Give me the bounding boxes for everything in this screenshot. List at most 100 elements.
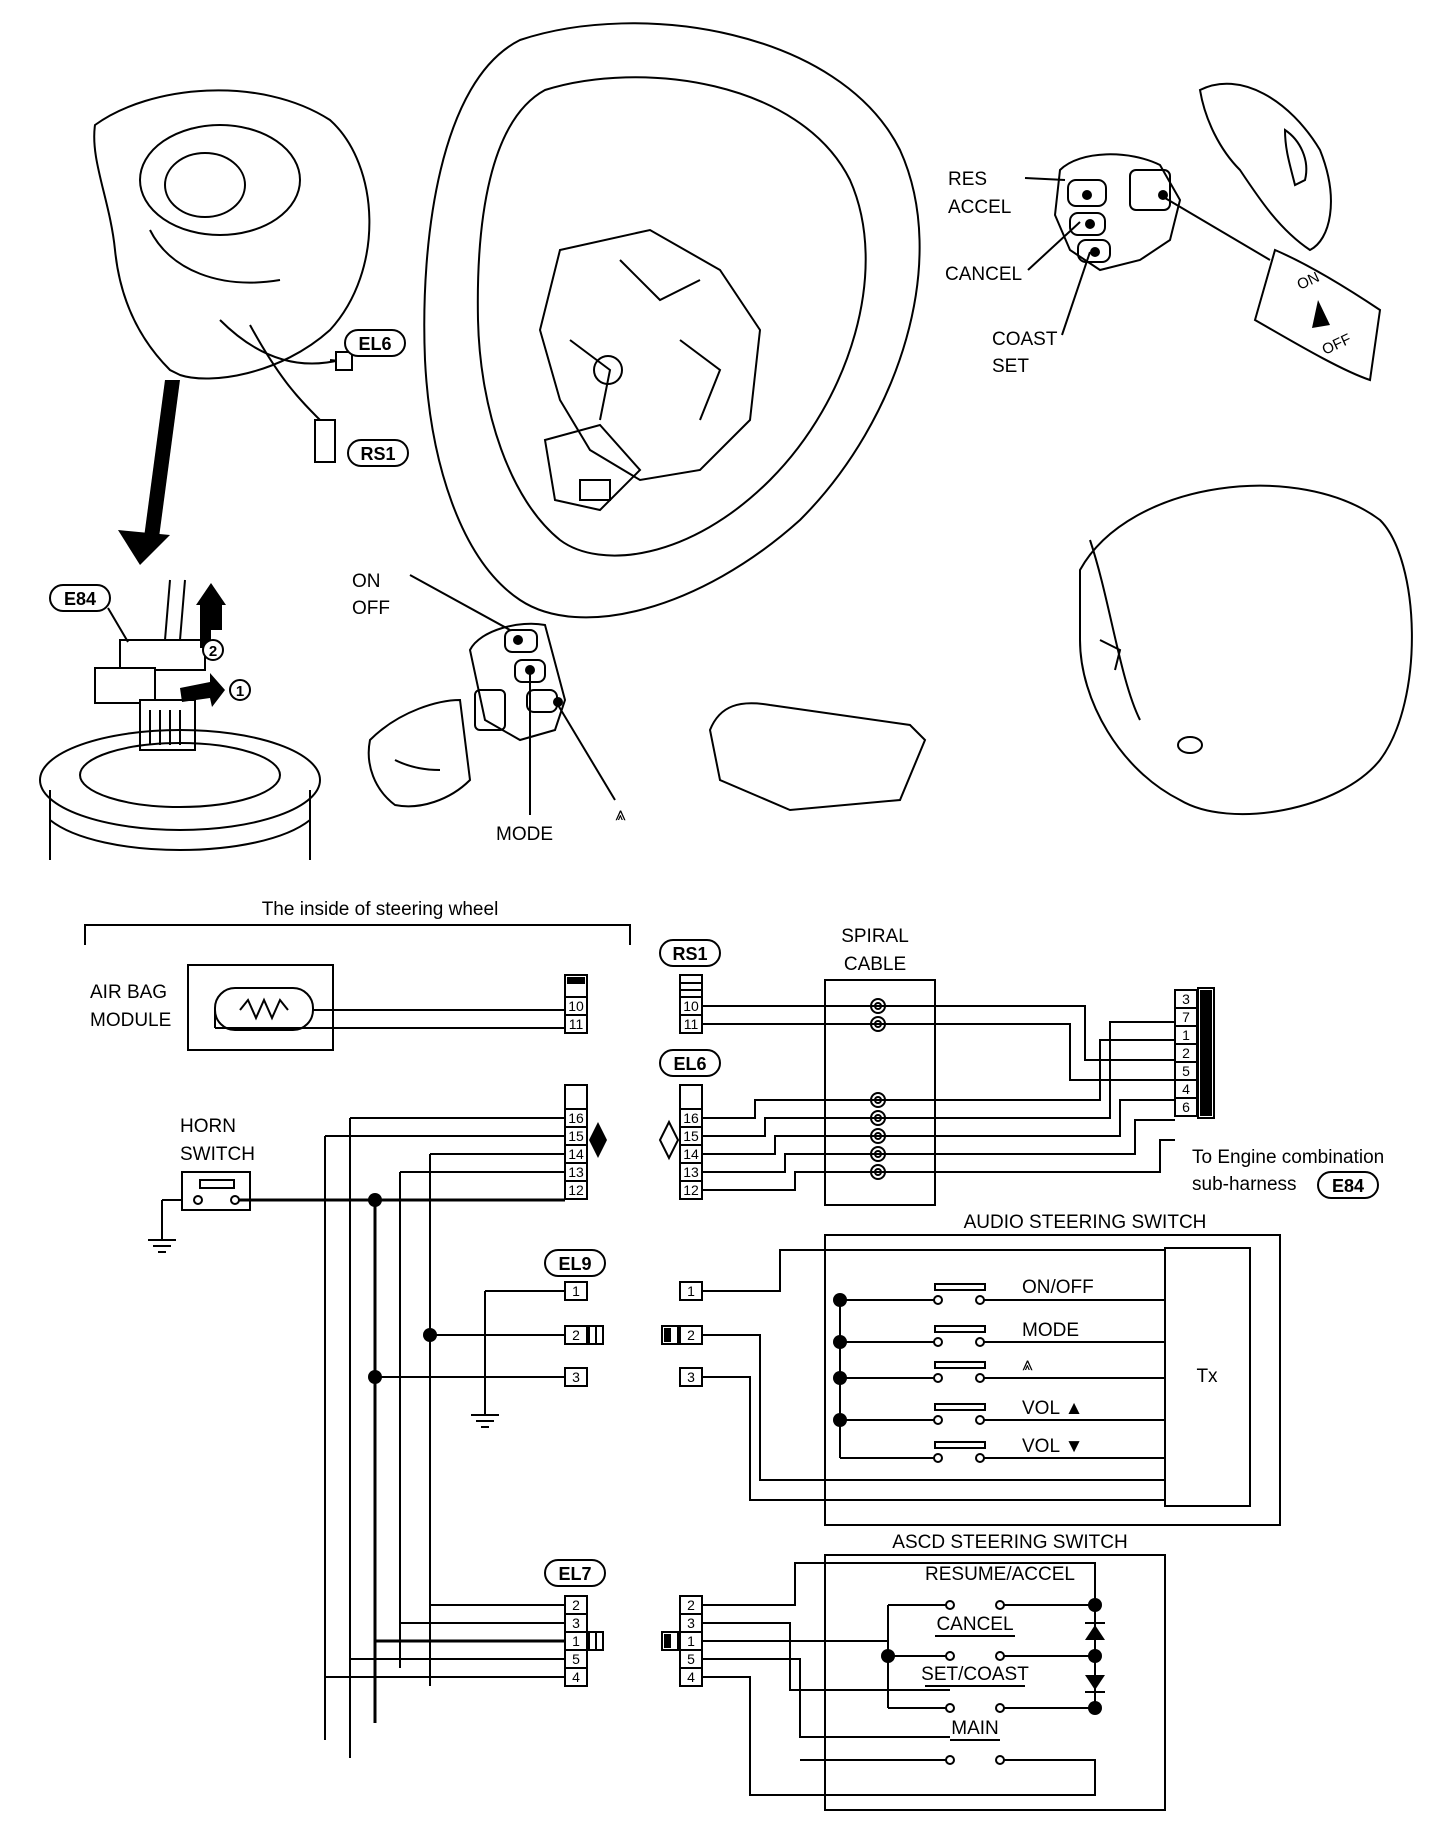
svg-text:11: 11: [684, 1016, 699, 1032]
el9-left-connector: EL9 1 2 3: [544, 1249, 606, 1387]
svg-text:3: 3: [572, 1369, 580, 1385]
audio-switch-bar-1: [934, 1325, 986, 1333]
audio-switch-illustration: [367, 574, 927, 815]
audio-contact-a-4: [933, 1453, 943, 1463]
connector-removal-illustration: 2 1 E84: [39, 579, 321, 860]
svg-text:CANCEL: CANCEL: [936, 1614, 1013, 1635]
ascd-contact-b-1: [995, 1651, 1005, 1661]
svg-text:3: 3: [687, 1615, 695, 1631]
ascd-contact-a-2: [945, 1703, 955, 1713]
svg-text:15: 15: [568, 1128, 584, 1144]
svg-text:ON: ON: [352, 571, 381, 592]
air-bag-module: AIR BAG MODULE: [90, 964, 334, 1051]
audio-contact-b-1: [975, 1337, 985, 1347]
svg-text:1: 1: [572, 1633, 580, 1649]
svg-text:HORN: HORN: [180, 1116, 236, 1137]
svg-text:4: 4: [1182, 1081, 1190, 1097]
svg-text:2: 2: [1182, 1045, 1190, 1061]
e84-connector: 3 7 1 2 5 4 6: [1174, 987, 1215, 1119]
svg-text:RESUME/ACCEL: RESUME/ACCEL: [925, 1564, 1075, 1585]
svg-text:RES: RES: [948, 169, 987, 190]
svg-text:SET/COAST: SET/COAST: [921, 1664, 1029, 1685]
svg-text:12: 12: [683, 1182, 699, 1198]
svg-text:EL6: EL6: [673, 1054, 706, 1074]
audio-contact-b-4: [975, 1453, 985, 1463]
svg-text:E84: E84: [1332, 1176, 1364, 1196]
svg-text:ON/OFF: ON/OFF: [1022, 1277, 1094, 1298]
audio-contact-a-0: [933, 1295, 943, 1305]
audio-junction-3: [833, 1413, 847, 1427]
ascd-contact-b-2: [995, 1703, 1005, 1713]
audio-junction-1: [833, 1335, 847, 1349]
svg-text:14: 14: [683, 1146, 699, 1162]
svg-text:2: 2: [209, 643, 217, 660]
svg-text:5: 5: [687, 1651, 695, 1667]
air-bag-illustration: [1079, 484, 1413, 816]
svg-text:OFF: OFF: [1320, 331, 1354, 359]
svg-text:15: 15: [683, 1128, 699, 1144]
inside-wheel-label: The inside of steering wheel: [262, 899, 499, 920]
audio-contact-b-3: [975, 1415, 985, 1425]
svg-text:ACCEL: ACCEL: [948, 197, 1011, 218]
audio-switch-bar-0: [934, 1283, 986, 1291]
audio-steering-switch: AUDIO STEERING SWITCH Tx ON/OFF MODE ⩓ V…: [824, 1212, 1281, 1526]
ascd-diode-2: [1085, 1675, 1105, 1690]
svg-text:MODE: MODE: [1022, 1320, 1079, 1341]
audio-switch-bar-2: [934, 1361, 986, 1369]
ascd-main-contact-a: [945, 1755, 955, 1765]
spiral-cable-illustration: [93, 89, 371, 463]
svg-text:14: 14: [568, 1146, 584, 1162]
steering-wheel-illustration: [423, 22, 921, 619]
svg-text:OFF: OFF: [352, 598, 390, 619]
svg-text:1: 1: [687, 1283, 695, 1299]
svg-text:SWITCH: SWITCH: [180, 1144, 255, 1165]
svg-text:RS1: RS1: [360, 444, 395, 464]
audio-contact-b-0: [975, 1295, 985, 1305]
audio-right-connector: 1 2 3: [661, 1281, 703, 1387]
svg-text:CANCEL: CANCEL: [945, 264, 1022, 285]
horn-switch: HORN SWITCH: [148, 1116, 255, 1253]
svg-text:13: 13: [683, 1164, 699, 1180]
svg-text:E84: E84: [64, 589, 96, 609]
svg-text:3: 3: [572, 1615, 580, 1631]
rs1-connector: RS1 10 11: [659, 939, 721, 1034]
svg-text:2: 2: [687, 1597, 695, 1613]
svg-text:COAST: COAST: [992, 329, 1058, 350]
svg-text:2: 2: [572, 1327, 580, 1343]
ascd-contact-b-0: [995, 1600, 1005, 1610]
svg-text:3: 3: [687, 1369, 695, 1385]
svg-text:12: 12: [568, 1182, 584, 1198]
svg-text:To Engine combination: To Engine combination: [1192, 1147, 1384, 1168]
svg-text:sub-harness: sub-harness: [1192, 1174, 1297, 1195]
spiral-cable-box: SPIRAL CABLE: [824, 926, 936, 1206]
svg-text:5: 5: [572, 1651, 580, 1667]
svg-text:EL7: EL7: [558, 1564, 591, 1584]
ascd-contact-a-0: [945, 1600, 955, 1610]
tx-label: Tx: [1196, 1366, 1218, 1387]
svg-text:11: 11: [569, 1016, 584, 1032]
svg-text:7: 7: [1182, 1009, 1190, 1025]
ascd-right-connector: 2 3 1 5 4: [661, 1595, 703, 1687]
svg-text:CABLE: CABLE: [844, 954, 906, 975]
svg-text:4: 4: [687, 1669, 695, 1685]
ascd-contact-a-1: [945, 1651, 955, 1661]
ascd-junction-2: [1088, 1701, 1102, 1715]
svg-text:13: 13: [568, 1164, 584, 1180]
svg-text:2: 2: [687, 1327, 695, 1343]
el6-tag: EL6: [344, 329, 406, 357]
svg-text:⩓: ⩓: [1022, 1354, 1033, 1375]
svg-text:5: 5: [1182, 1063, 1190, 1079]
audio-contact-a-3: [933, 1415, 943, 1425]
svg-text:MAIN: MAIN: [951, 1718, 999, 1739]
el6-connector: EL6 16 15 14 13 12: [658, 1049, 721, 1200]
svg-text:3: 3: [1182, 991, 1190, 1007]
svg-text:MODULE: MODULE: [90, 1010, 171, 1031]
audio-contact-a-1: [933, 1337, 943, 1347]
audio-junction-2: [833, 1371, 847, 1385]
ascd-steering-switch: ASCD STEERING SWITCH RESUME/ACCEL CANCEL…: [800, 1532, 1166, 1811]
rs1-tag: RS1: [347, 439, 409, 467]
audio-switch-bar-3: [934, 1403, 986, 1411]
svg-text:AUDIO STEERING SWITCH: AUDIO STEERING SWITCH: [964, 1212, 1207, 1233]
ascd-junction-1: [1088, 1649, 1102, 1663]
audio-contact-a-2: [933, 1373, 943, 1383]
